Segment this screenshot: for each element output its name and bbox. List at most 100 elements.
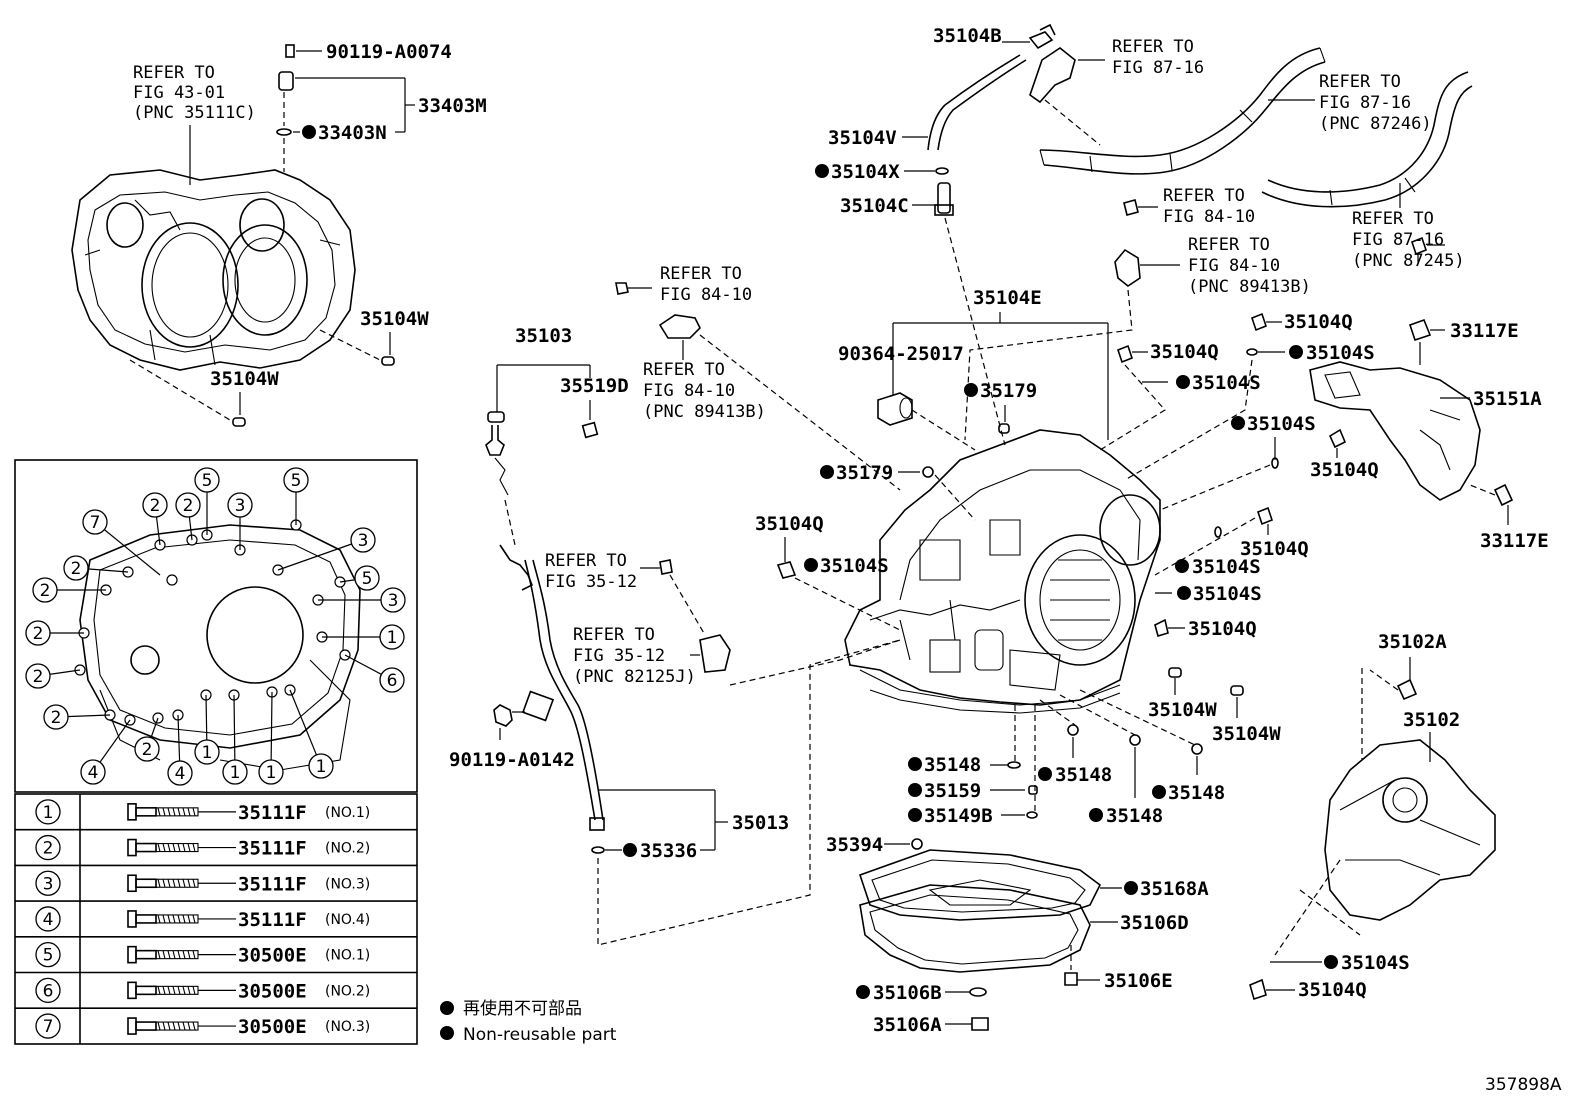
bolt-cluster-35104Q-upper: 35104Q 35104S 35104Q 35104S 35104S 35104… [1099,311,1379,511]
row-part-number: 35111F [238,873,307,895]
part-label: 35104Q [1188,618,1257,640]
refer-line3: (PNC 87246) [1319,114,1432,134]
sensor-84-10-right: REFER TO FIG 84-10 REFER TO FIG 84-10 (P… [964,186,1311,441]
oil-cooler-hose: 35104B 35104V 35104X 35104C REFER TO FIG… [815,23,1204,446]
legend: 再使用不可部品 Non-reusable part [440,998,617,1045]
callout-number: 4 [88,763,99,783]
part-label: 35104Q [1284,311,1353,333]
label-35104E: 35104E 90364-25017 [838,287,1109,451]
part-label: 35148 [1055,764,1112,786]
callout-number: 3 [235,496,246,516]
part-label: 35148 [924,754,981,776]
part-label: 35179 [980,380,1037,402]
part-label: 35104B [933,25,1002,47]
part-label: 35336 [640,840,697,862]
bolt-90119-A0074: 90119-A0074 33403M 33403N [276,41,487,172]
bracket-35102: 35102A 35102 35104S 35104Q [1249,631,1496,1001]
callout-number: 2 [33,667,44,687]
part-label: 35104S [820,555,889,577]
bolt-callout: 4 [167,714,193,786]
part-label: 35104Q [1240,538,1309,560]
part-label: 35103 [515,325,572,347]
refer-line1: REFER TO [133,63,215,83]
part-label: 35104Q [755,513,824,535]
part-label: 90119-A0142 [449,749,575,771]
refer-line3: (PNC 35111C) [133,103,256,123]
legend-en: Non-reusable part [463,1025,617,1045]
part-label: 35104S [1192,556,1261,578]
callout-number: 2 [142,740,153,760]
part-label: 35104W [1148,699,1217,721]
row-key: 7 [43,1017,54,1037]
part-label: 33117E [1450,320,1519,342]
refer-line2: FIG 87-16 [1319,93,1411,113]
row-key: 5 [43,946,54,966]
callout-number: 1 [316,757,327,777]
oil-pan-assembly: 35148 35148 35148 35148 35159 35149B 353… [826,689,1225,1036]
bolt-callout: 1 [194,694,220,765]
refer-line3: (PNC 87245) [1352,251,1465,271]
refer-line1: REFER TO [573,625,655,645]
bolt-callout: 2 [43,704,111,730]
callout-number: 3 [358,531,369,551]
callout-number: 2 [40,581,51,601]
sensor-35-12: REFER TO FIG 35-12 REFER TO FIG 35-12 (P… [545,551,901,687]
row-variant: (NO.1) [325,948,370,964]
refer-line2: FIG 87-16 [1112,58,1204,78]
bolt-callout: 1 [322,624,405,650]
part-label: 35104Q [1150,341,1219,363]
bolt-callout: 4 [80,719,131,785]
part-label: 33403M [418,95,487,117]
part-label: 35104S [1192,372,1261,394]
refer-line2: FIG 43-01 [133,83,225,103]
part-label: 35168A [1140,878,1209,900]
diagram-id: 357898A [1485,1075,1562,1095]
part-label: 35104C [840,195,909,217]
bracket-35151A: 33117E 35151A 33117E [1309,236,1549,552]
callout-number: 2 [33,624,44,644]
dipstick-assembly: 35103 35519D 35013 35336 90119-A0142 [449,325,901,946]
dowel-35104W-a: 35104W [319,308,429,366]
part-label: 35104W [210,368,279,390]
part-label: 35104Q [1310,459,1379,481]
part-label: 35104Q [1298,979,1367,1001]
bolt-callout: 3 [318,587,406,613]
refer-line1: REFER TO [1188,235,1270,255]
refer-note-fig43: REFER TO FIG 43-01 (PNC 35111C) [133,63,256,185]
part-label: 35104S [1247,413,1316,435]
refer-line2: FIG 84-10 [660,285,752,305]
refer-line1: REFER TO [660,264,742,284]
row-variant: (NO.2) [325,841,370,857]
transaxle-housing-illustration [71,169,356,371]
part-label: 35013 [732,812,789,834]
part-label: 33117E [1480,530,1549,552]
dowel-35104W-b: 35104W [129,359,279,427]
part-label: 35104W [360,308,429,330]
row-variant: (NO.3) [325,876,370,892]
part-label: 35102 [1403,709,1460,731]
callout-number: 1 [230,763,241,783]
refer-line2: FIG 87-16 [1352,230,1444,250]
part-label: 35106E [1104,970,1173,992]
part-label: 35151A [1473,388,1542,410]
part-label: 35106B [873,982,942,1004]
bolt-hole [166,574,178,586]
row-part-number: 35111F [238,909,307,931]
row-key: 6 [43,981,54,1001]
part-label: 35104S [1193,583,1262,605]
row-variant: (NO.4) [325,912,370,928]
callout-number: 1 [387,628,398,648]
callout-number: 3 [388,591,399,611]
callout-number: 2 [150,496,161,516]
callout-number: 5 [291,471,302,491]
part-label: 33403N [318,122,387,144]
part-label: 35148 [1168,782,1225,804]
bolt-callout: 5 [283,467,309,525]
row-key: 1 [43,803,54,823]
bolt-callout: 6 [344,654,405,693]
